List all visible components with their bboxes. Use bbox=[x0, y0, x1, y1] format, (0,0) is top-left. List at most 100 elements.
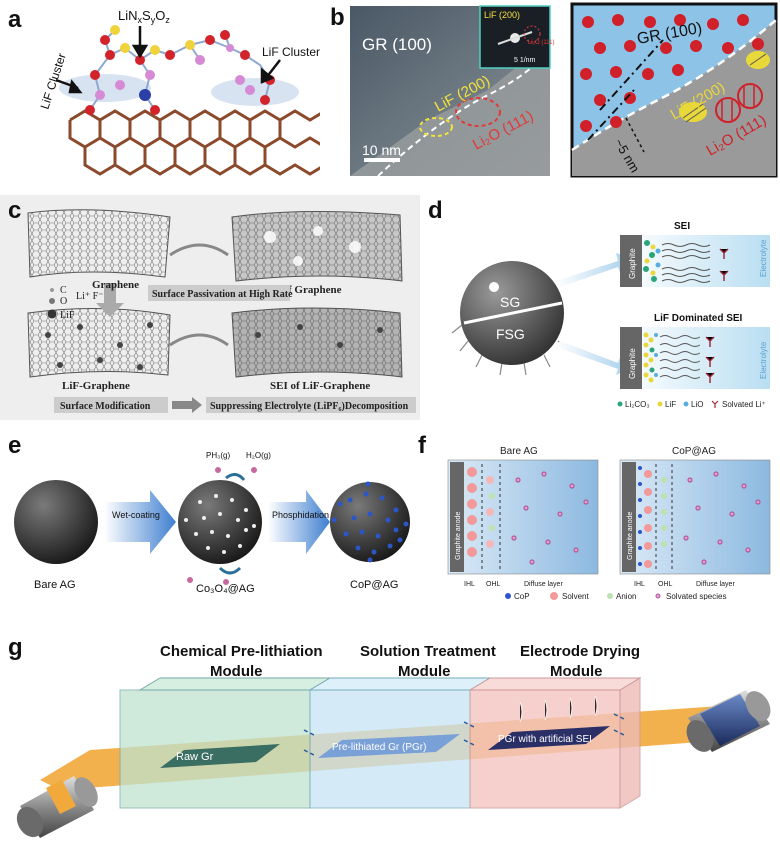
cop-sphere bbox=[330, 482, 410, 562]
panel-b: b GR (100) LiF (200) Li₂O (111) 10 nm Li… bbox=[318, 0, 780, 182]
svg-text:IHL: IHL bbox=[634, 581, 645, 588]
panel-b-figure: GR (100) LiF (200) Li₂O (111) 10 nm LiF … bbox=[350, 2, 778, 178]
lif-graphene-sheet bbox=[27, 307, 171, 378]
lif-graphene-label: LiF-Graphene bbox=[62, 380, 130, 392]
pgr-sei-sheet bbox=[488, 726, 610, 750]
graphite-anode-left bbox=[450, 462, 464, 572]
lif-cluster-left-label: LiF Cluster bbox=[38, 51, 69, 111]
sei-graphene-sheet bbox=[231, 210, 403, 282]
svg-text:Diffuse layer: Diffuse layer bbox=[696, 581, 735, 588]
panel-label-d: d bbox=[428, 197, 443, 224]
panel-d-diagram: SG FSG SEI Graphite Electrolyte LiF Domi… bbox=[451, 221, 770, 409]
svg-text:Solvated Li⁺: Solvated Li⁺ bbox=[722, 400, 766, 409]
svg-text:LiO: LiO bbox=[691, 400, 703, 409]
module2-title-line1: Solution Treatment bbox=[360, 643, 496, 660]
bare-ag-title: Bare AG bbox=[500, 446, 538, 457]
panel-label-f: f bbox=[418, 432, 426, 459]
raw-gr-label: Raw Gr bbox=[176, 751, 214, 763]
module3-title-line1: Electrode Drying bbox=[520, 643, 640, 660]
svg-text:Electrolyte: Electrolyte bbox=[759, 239, 768, 277]
fft-li2o-label: Li₂O (111) bbox=[528, 40, 554, 46]
prelith-gr-sheet bbox=[318, 734, 460, 758]
graphite-block-top bbox=[620, 235, 642, 287]
right-roll bbox=[686, 690, 771, 752]
fsg-label: FSG bbox=[496, 326, 525, 342]
svg-text:Anion: Anion bbox=[616, 592, 636, 600]
lif-sei-title: LiF Dominated SEI bbox=[654, 313, 743, 324]
svg-text:LiF: LiF bbox=[60, 310, 75, 321]
bare-ag-sphere bbox=[14, 480, 98, 564]
graphene-lattice bbox=[68, 109, 341, 176]
panel-a: a bbox=[0, 0, 341, 180]
panel-c-diagram: C O LiF Li⁺ F⁻ Graphene SEI of Graphene … bbox=[0, 195, 420, 420]
tem-gr-label: GR (100) bbox=[362, 35, 432, 54]
panel-d: d SG FSG bbox=[424, 195, 780, 420]
svg-text:Solvent: Solvent bbox=[562, 592, 589, 600]
atoms-yellow bbox=[110, 25, 195, 55]
pgr-sei-label: PGr with artificial SEI bbox=[498, 734, 592, 745]
lif-cluster-right-ellipse bbox=[211, 78, 299, 106]
svg-text:Li⁺ F⁻: Li⁺ F⁻ bbox=[76, 291, 104, 302]
svg-text:O: O bbox=[60, 296, 67, 307]
cop-label: CoP@AG bbox=[350, 579, 398, 591]
panel-g-diagram: Chemical Pre-lithiation Module Solution … bbox=[16, 643, 771, 838]
svg-text:CoP: CoP bbox=[514, 592, 530, 600]
panel-label-c: c bbox=[8, 197, 22, 224]
graphene-red-dots bbox=[580, 14, 764, 132]
panel-e: e Wet-coating Phosphidation bbox=[0, 430, 412, 600]
scale-bar-label: 10 nm bbox=[362, 142, 401, 158]
svg-text:Solvated species: Solvated species bbox=[666, 592, 726, 600]
sei-lif-graphene-sheet bbox=[231, 307, 403, 378]
panel-label-g: g bbox=[8, 634, 23, 661]
sei-title: SEI bbox=[674, 221, 690, 232]
co3o4-label: Co₃O₄@AG bbox=[196, 583, 255, 595]
panel-label-b: b bbox=[330, 4, 345, 31]
bare-ag-label: Bare AG bbox=[34, 579, 76, 591]
module1-title-line2: Module bbox=[210, 663, 263, 680]
h2o-label: H₂O(g) bbox=[246, 451, 271, 460]
svg-text:Diffuse layer: Diffuse layer bbox=[524, 581, 563, 588]
raw-gr-sheet bbox=[160, 744, 280, 768]
svg-text:Graphite anode: Graphite anode bbox=[455, 512, 462, 560]
lin-formula: LiNxSyOz bbox=[118, 8, 170, 25]
lif-cluster-left-ellipse bbox=[59, 74, 151, 102]
panel-c: c C O LiF Li⁺ bbox=[0, 195, 420, 420]
graphite-anode-right bbox=[622, 462, 636, 572]
prelith-gr-label: Pre-lithiated Gr (PGr) bbox=[332, 742, 426, 753]
svg-text:C: C bbox=[60, 285, 67, 296]
lif-cluster-right-label: LiF Cluster bbox=[262, 45, 320, 59]
module1-title-line1: Chemical Pre-lithiation bbox=[160, 643, 323, 660]
panel-label-e: e bbox=[8, 432, 22, 459]
module3-title-line2: Module bbox=[550, 663, 603, 680]
fft-scale-label: 5 1/nm bbox=[514, 57, 536, 64]
co3o4-sphere bbox=[178, 480, 262, 564]
surface-passivation-label: Surface Passivation at High Rate bbox=[152, 289, 293, 300]
left-roll bbox=[16, 776, 98, 838]
graphite-block-bottom bbox=[620, 327, 642, 389]
scale-bar bbox=[364, 158, 400, 162]
svg-text:Li₂CO₃: Li₂CO₃ bbox=[625, 400, 650, 409]
svg-text:Electrolyte: Electrolyte bbox=[759, 341, 768, 379]
atoms-pink bbox=[95, 44, 255, 100]
panel-f: f Bare AG CoP@AG Graphite anode IHL OHL … bbox=[414, 430, 780, 601]
surface-modification-label: Surface Modification bbox=[60, 401, 151, 412]
atom-blue bbox=[139, 89, 151, 101]
graphene-label: Graphene bbox=[92, 279, 139, 291]
panel-e-diagram: Wet-coating Phosphidation PH₃(g) H₂O(g) … bbox=[14, 451, 410, 595]
svg-text:Graphite anode: Graphite anode bbox=[627, 512, 634, 560]
panel-g: g Chemical Pre-lithiation Module Solutio… bbox=[0, 610, 780, 839]
svg-text:Graphite: Graphite bbox=[628, 248, 637, 279]
sei-lif-graphene-label: SEI of LiF-Graphene bbox=[270, 380, 370, 392]
panel-a-diagram: LiNxSyOz LiF Cluster LiF Cluster bbox=[38, 8, 341, 176]
svg-text:OHL: OHL bbox=[486, 581, 501, 588]
ph3-label: PH₃(g) bbox=[206, 451, 230, 460]
wet-coating-label: Wet-coating bbox=[112, 510, 160, 520]
graphene-sheet bbox=[27, 209, 171, 278]
svg-text:LiF: LiF bbox=[665, 400, 676, 409]
cop-ag-title: CoP@AG bbox=[672, 446, 716, 457]
suppressing-label: Suppressing Electrolyte (LiPF₆)Decomposi… bbox=[210, 401, 409, 412]
module2-title-line2: Module bbox=[398, 663, 451, 680]
svg-text:OHL: OHL bbox=[658, 581, 673, 588]
svg-text:IHL: IHL bbox=[464, 581, 475, 588]
phosphidation-label: Phosphidation bbox=[272, 510, 329, 520]
